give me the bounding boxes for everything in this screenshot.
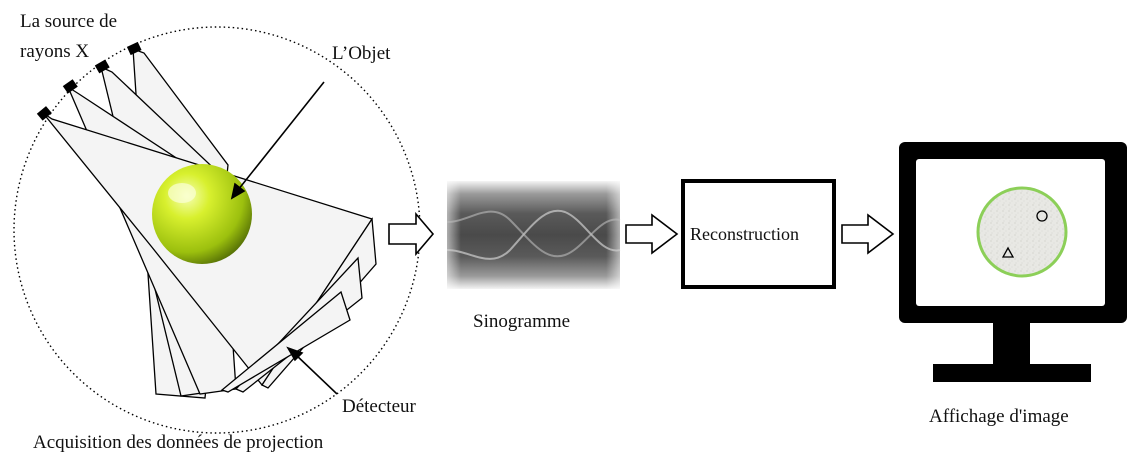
x-ray-source-icon xyxy=(94,59,110,74)
sinogram-trace xyxy=(446,209,621,260)
reconstruction-box xyxy=(681,179,836,289)
detector-label: Détecteur xyxy=(342,396,416,417)
reconstruction-label: Reconstruction xyxy=(690,224,799,244)
sphere-object-icon xyxy=(152,164,252,264)
x-ray-source-icon xyxy=(126,41,142,56)
detector-pointer-line xyxy=(294,353,338,395)
triangle-marker xyxy=(1001,246,1015,258)
arrow-right-icon xyxy=(388,211,435,257)
circle-marker xyxy=(1036,210,1048,222)
detector-pointer-head xyxy=(286,346,304,362)
monitor-base xyxy=(933,364,1091,382)
x-ray-source-icon xyxy=(62,79,78,94)
object-pointer-head xyxy=(230,182,246,200)
monitor-neck xyxy=(993,323,1030,365)
sinogram-trace xyxy=(446,210,621,258)
monitor-icon xyxy=(899,142,1127,382)
source-label-line2: rayons X xyxy=(20,41,90,62)
detector-strips xyxy=(220,217,377,393)
sphere-highlight xyxy=(168,183,196,203)
sinogram-image xyxy=(446,181,621,289)
acquisition-label: Acquisition des données de projection xyxy=(33,432,324,453)
sinogram-label: Sinogramme xyxy=(473,311,571,332)
detector-strip xyxy=(220,290,351,393)
x-ray-sources xyxy=(36,41,142,121)
x-ray-source-icon xyxy=(36,106,52,121)
source-label-line1: La source de xyxy=(20,11,118,32)
object-label: L’Objet xyxy=(332,43,391,64)
pointer-arrows xyxy=(230,81,338,395)
arrow-right-icon xyxy=(841,213,895,255)
object-pointer-line xyxy=(237,81,325,191)
reconstructed-disc xyxy=(976,186,1068,278)
arrow-right-icon xyxy=(625,213,679,255)
flow-arrows xyxy=(388,211,895,257)
display-label: Affichage d'image xyxy=(929,406,1069,427)
